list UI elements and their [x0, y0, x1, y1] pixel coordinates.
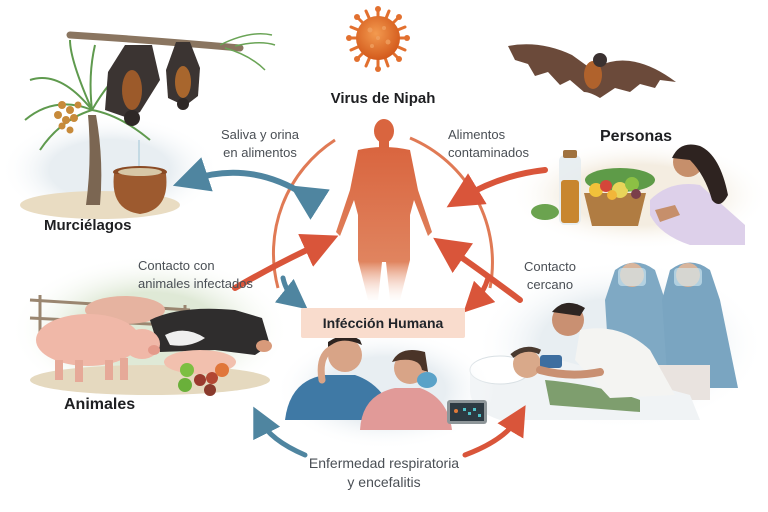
hospital-illustration: [469, 260, 765, 430]
node-label-people: Personas: [600, 128, 673, 145]
edge-label-line: contaminados: [448, 145, 529, 160]
flying-bat-icon: [508, 44, 676, 98]
arrow-bottom-left: [253, 406, 308, 458]
edge-label-food: Alimentos contaminados: [448, 126, 558, 162]
outcome-line: y encefalitis: [347, 474, 421, 490]
edge-label-line: animales infectados: [138, 276, 253, 291]
edge-label-close-contact: Contacto cercano: [520, 258, 580, 294]
node-label-bats: Murciélagos: [44, 217, 132, 234]
bats-palm-illustration: [0, 31, 276, 225]
arrow-animal-contact: [232, 234, 339, 291]
edge-label-saliva: Saliva y orina en alimentos: [200, 126, 320, 162]
arrow-food: [446, 167, 548, 208]
edge-label-line: en alimentos: [223, 145, 297, 160]
edge-label-line: Contacto: [523, 259, 577, 274]
animals-illustration: [10, 255, 290, 405]
diagram-title: Virus de Nipah: [330, 90, 436, 107]
center-label-badge: Infécción Humana: [301, 308, 465, 338]
arrow-bottom-right: [462, 405, 526, 458]
arrow-saliva: [172, 157, 330, 220]
edge-label-line: Contacto con: [138, 258, 215, 273]
patients-illustration: [275, 330, 495, 450]
node-label-animals: Animales: [64, 396, 136, 413]
edge-label-line: Saliva y orina: [220, 127, 300, 142]
virus-icon: [346, 6, 410, 72]
persons-illustration: [510, 140, 768, 250]
outcome-line: Enfermedad respiratoria: [308, 455, 460, 471]
edge-label-line: cercano: [526, 277, 574, 292]
edge-label-line: Alimentos: [448, 127, 506, 142]
human-figure-icon: [336, 119, 432, 300]
arrow-close-contact: [433, 237, 523, 303]
arrows: [172, 157, 548, 458]
outcome-label: Enfermedad respiratoria y encefalitis: [284, 454, 484, 492]
edge-label-animal-contact: Contacto con animales infectados: [138, 257, 268, 293]
